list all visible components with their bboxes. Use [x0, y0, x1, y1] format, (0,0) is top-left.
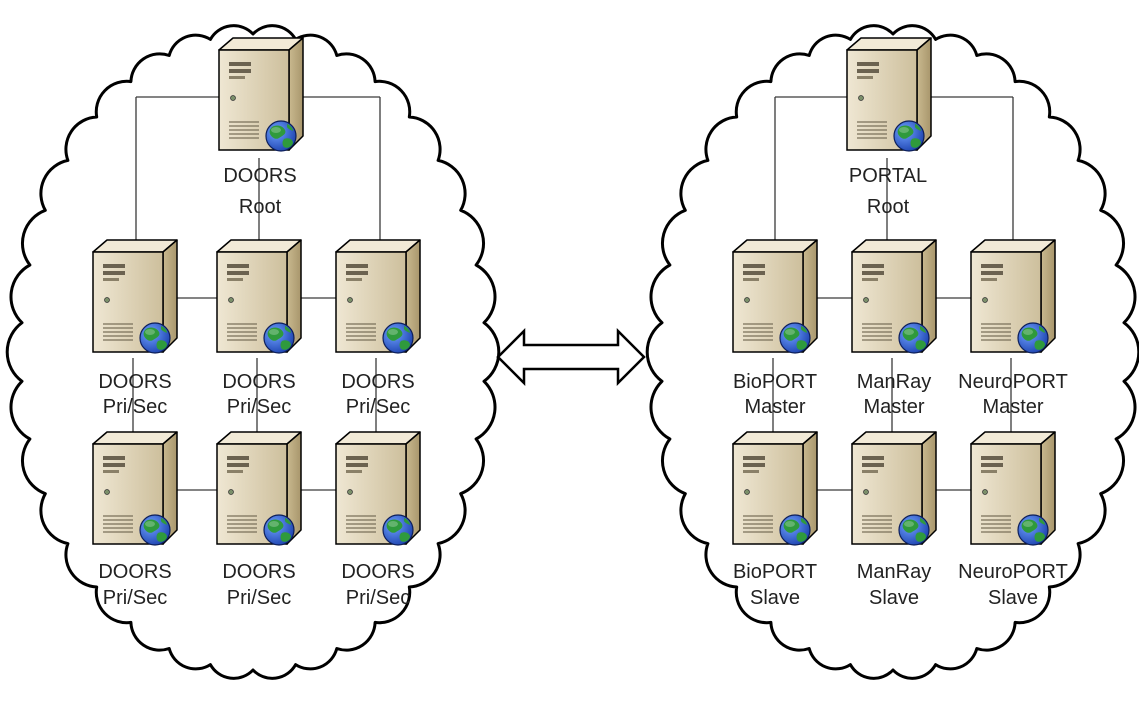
- globe-icon: [382, 514, 414, 546]
- globe-icon: [779, 322, 811, 354]
- globe-icon: [898, 514, 930, 546]
- doors-pri-sec-4-label-line-1: DOORS: [98, 561, 171, 583]
- portal-root-label-line-1: PORTAL: [849, 165, 927, 187]
- doors-pri-sec-4-label-line-2: Pri/Sec: [103, 587, 167, 609]
- doors-pri-sec-1-label-line-1: DOORS: [98, 371, 171, 393]
- manray-slave-server: [851, 431, 937, 546]
- portal-root-label-line-2: Root: [867, 196, 910, 218]
- doors-pri-sec-6-server: [335, 431, 421, 546]
- neuroport-master-label-line-2: Master: [982, 396, 1043, 418]
- bioport-slave-server: [732, 431, 818, 546]
- manray-slave-label-line-2: Slave: [869, 587, 919, 609]
- doors-root-server: [218, 37, 304, 152]
- globe-icon: [265, 120, 297, 152]
- globe-icon: [1017, 514, 1049, 546]
- neuroport-slave-server: [970, 431, 1056, 546]
- double-arrow-icon: [496, 329, 646, 385]
- doors-root-label-line-2: Root: [239, 196, 282, 218]
- doors-pri-sec-1-label-line-2: Pri/Sec: [103, 396, 167, 418]
- doors-pri-sec-5-label-line-1: DOORS: [222, 561, 295, 583]
- doors-root-label-line-1: DOORS: [223, 165, 296, 187]
- neuroport-slave-label-line-1: NeuroPORT: [958, 561, 1068, 583]
- doors-pri-sec-5-server: [216, 431, 302, 546]
- neuroport-slave-label-line-2: Slave: [988, 587, 1038, 609]
- manray-slave-label-line-1: ManRay: [857, 561, 931, 583]
- portal-root-server: [846, 37, 932, 152]
- neuroport-master-server: [970, 239, 1056, 354]
- globe-icon: [779, 514, 811, 546]
- globe-icon: [139, 322, 171, 354]
- bioport-master-label-line-1: BioPORT: [733, 371, 817, 393]
- globe-icon: [139, 514, 171, 546]
- neuroport-master-label-line-1: NeuroPORT: [958, 371, 1068, 393]
- doors-pri-sec-3-label-line-1: DOORS: [341, 371, 414, 393]
- doors-pri-sec-5-label-line-2: Pri/Sec: [227, 587, 291, 609]
- doors-pri-sec-2-label-line-2: Pri/Sec: [227, 396, 291, 418]
- doors-pri-sec-1-server: [92, 239, 178, 354]
- manray-master-server: [851, 239, 937, 354]
- doors-pri-sec-4-server: [92, 431, 178, 546]
- bioport-slave-label-line-2: Slave: [750, 587, 800, 609]
- servers-layer: DOORSRootDOORSPri/SecDOORSPri/SecDOORSPr…: [92, 37, 1068, 609]
- manray-master-label-line-2: Master: [863, 396, 924, 418]
- doors-pri-sec-3-label-line-2: Pri/Sec: [346, 396, 410, 418]
- doors-pri-sec-2-server: [216, 239, 302, 354]
- globe-icon: [1017, 322, 1049, 354]
- bioport-master-label-line-2: Master: [744, 396, 805, 418]
- doors-pri-sec-6-label-line-2: Pri/Sec: [346, 587, 410, 609]
- globe-icon: [898, 322, 930, 354]
- doors-pri-sec-2-label-line-1: DOORS: [222, 371, 295, 393]
- globe-icon: [893, 120, 925, 152]
- doors-pri-sec-6-label-line-1: DOORS: [341, 561, 414, 583]
- globe-icon: [263, 514, 295, 546]
- globe-icon: [382, 322, 414, 354]
- bioport-slave-label-line-1: BioPORT: [733, 561, 817, 583]
- doors-pri-sec-3-server: [335, 239, 421, 354]
- globe-icon: [263, 322, 295, 354]
- arrow-layer: [496, 329, 646, 385]
- bioport-master-server: [732, 239, 818, 354]
- manray-master-label-line-1: ManRay: [857, 371, 931, 393]
